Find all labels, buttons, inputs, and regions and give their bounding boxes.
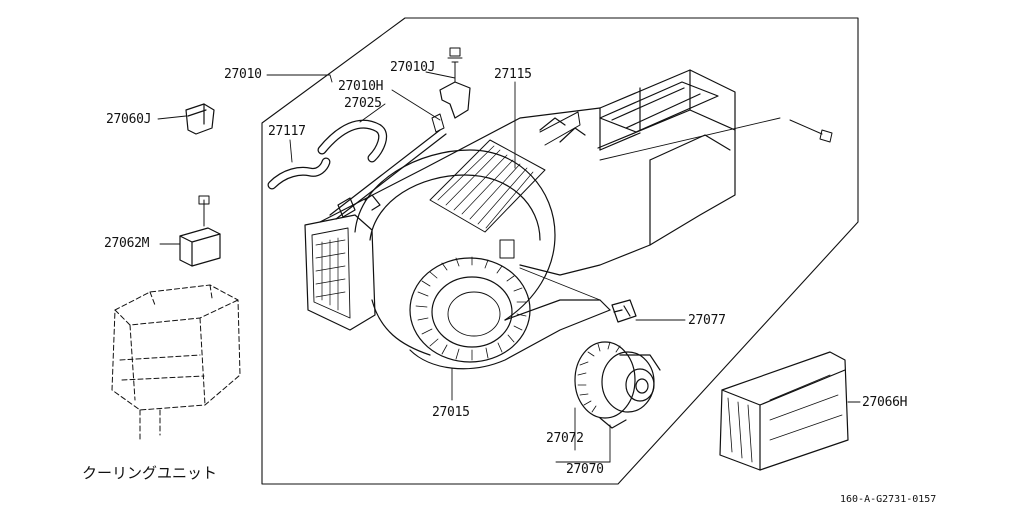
label-27062m: 27062M (104, 236, 150, 251)
label-27060j: 27060J (106, 112, 152, 127)
heater-unit-housing (304, 69, 781, 370)
label-27115: 27115 (494, 67, 532, 82)
label-27015: 27015 (432, 405, 470, 420)
label-27077: 27077 (688, 313, 726, 328)
blower-motor-assembly (574, 341, 661, 429)
cooling-unit-label: クーリングユニット (82, 464, 218, 482)
duct-27066h (719, 351, 849, 471)
relay-27062m (179, 195, 221, 267)
leader-lines (157, 71, 861, 463)
label-27025: 27025 (344, 96, 382, 111)
label-27010h: 27010H (338, 79, 384, 94)
screw-right (789, 119, 833, 143)
bracket-27010h (431, 113, 445, 133)
assembly-boundary (261, 17, 859, 485)
label-27066h: 27066H (862, 395, 908, 410)
cooling-unit (111, 284, 241, 441)
label-27072: 27072 (546, 431, 584, 446)
label-27070: 27070 (566, 462, 604, 477)
drawing-reference: 160-A-G2731-0157 (840, 494, 937, 505)
label-27117: 27117 (268, 124, 306, 139)
label-27010: 27010 (224, 67, 262, 82)
clip-27060j (185, 103, 215, 135)
clip-27010j (439, 47, 471, 119)
sensor-27077 (611, 299, 637, 323)
label-27010j: 27010J (390, 60, 436, 75)
